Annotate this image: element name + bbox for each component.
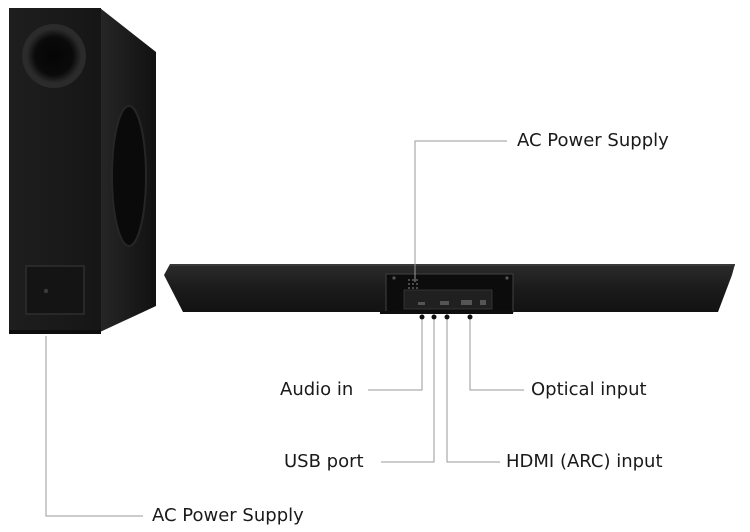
- dot-usb: [431, 314, 437, 320]
- leader-audio-in: [368, 318, 423, 391]
- side-port: [111, 105, 147, 247]
- optical-port-slot: [480, 300, 486, 305]
- power-socket: [43, 288, 49, 294]
- label-optical-input: Optical input: [531, 379, 647, 400]
- hdmi-port-slot: [461, 300, 472, 305]
- leader-optical: [469, 318, 524, 391]
- dot-hdmi: [444, 314, 450, 320]
- screw: [392, 276, 396, 280]
- label-ac-power-supply-subwoofer: AC Power Supply: [152, 505, 304, 526]
- dot-audio-in: [419, 314, 425, 320]
- dot-optical: [467, 314, 473, 320]
- soundbar-base: [380, 311, 513, 314]
- leader-ac-top: [414, 140, 507, 282]
- leader-dots: [419, 314, 473, 320]
- label-usb-port: USB port: [284, 451, 364, 472]
- label-audio-in: Audio in: [280, 379, 354, 400]
- leader-ac-bottom: [45, 336, 143, 517]
- vent-grille: [408, 279, 418, 289]
- connector-panel: [403, 289, 493, 310]
- label-hdmi-arc-input: HDMI (ARC) input: [506, 451, 663, 472]
- woofer-cone: [27, 29, 81, 83]
- audio-in-port: [418, 302, 425, 305]
- soundbar: [164, 264, 735, 314]
- subwoofer-connector-panel: [25, 265, 85, 315]
- usb-port-slot: [440, 301, 449, 305]
- leader-usb: [381, 318, 435, 463]
- subwoofer: [9, 8, 156, 334]
- leader-hdmi: [446, 318, 500, 463]
- label-ac-power-supply-soundbar: AC Power Supply: [517, 130, 669, 151]
- screw: [505, 276, 509, 280]
- subwoofer-base: [9, 330, 101, 334]
- leader-lines: [45, 140, 524, 517]
